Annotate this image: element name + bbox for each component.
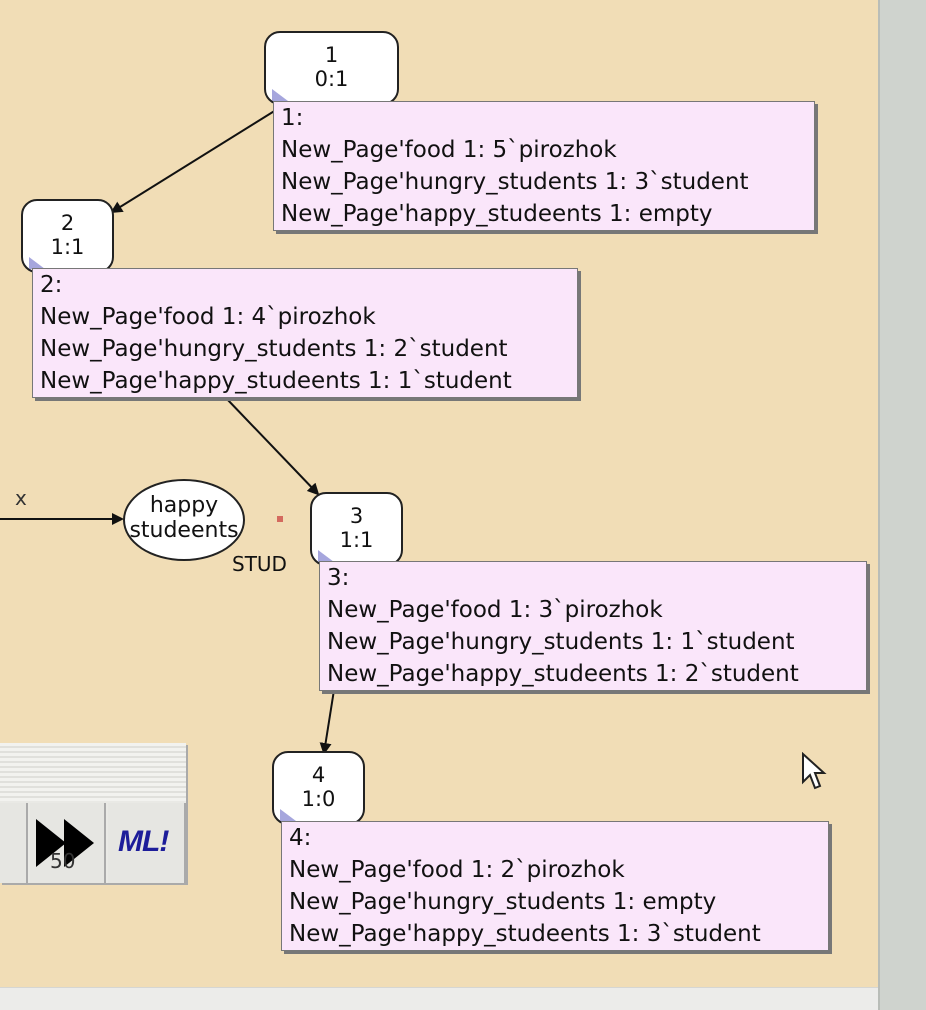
node-marker-icon <box>318 550 334 562</box>
state-node-2[interactable]: 2 1:1 <box>21 199 114 273</box>
info-line: New_Page'food 1: 4`pirozhok <box>40 304 376 330</box>
state-info-3: 3: New_Page'food 1: 3`pirozhok New_Page'… <box>319 561 867 691</box>
state-info-2: 2: New_Page'food 1: 4`pirozhok New_Page'… <box>32 268 578 398</box>
place-label-line2: studeents <box>129 518 239 543</box>
info-line: New_Page'hungry_students 1: 1`student <box>327 629 795 655</box>
node-marking: 1:0 <box>301 787 336 811</box>
state-space-canvas[interactable]: 1 0:1 1: New_Page'food 1: 5`pirozhok New… <box>0 0 878 987</box>
node-marker-icon <box>29 257 45 269</box>
ml-evaluate-button[interactable]: ML! <box>108 803 186 883</box>
tool-button-partial[interactable] <box>0 803 28 883</box>
place-colorset-label: STUD <box>232 552 287 576</box>
info-line: 2: <box>40 272 63 298</box>
state-node-3[interactable]: 3 1:1 <box>310 492 403 566</box>
info-line: New_Page'food 1: 3`pirozhok <box>327 597 663 623</box>
node-marking: 1:1 <box>50 235 85 259</box>
info-line: New_Page'food 1: 5`pirozhok <box>281 137 617 163</box>
state-info-1: 1: New_Page'food 1: 5`pirozhok New_Page'… <box>273 101 815 231</box>
state-space-edges <box>0 109 335 755</box>
info-line: New_Page'food 1: 2`pirozhok <box>289 857 625 883</box>
fast-forward-icon <box>36 819 94 867</box>
node-marking: 0:1 <box>314 67 349 91</box>
node-id: 2 <box>60 211 75 235</box>
state-node-4[interactable]: 4 1:0 <box>272 751 365 825</box>
node-id: 3 <box>349 504 364 528</box>
horizontal-scrollbar[interactable] <box>0 987 878 1010</box>
edge-1-2 <box>110 109 277 214</box>
info-line: New_Page'happy_studeents 1: 3`student <box>289 921 761 947</box>
node-marker-icon <box>280 809 296 821</box>
vertical-scrollbar[interactable] <box>878 0 926 1010</box>
info-line: New_Page'happy_studeents 1: empty <box>281 201 713 227</box>
palette-title-bar[interactable] <box>0 743 186 801</box>
info-line: New_Page'hungry_students 1: 2`student <box>40 336 508 362</box>
ml-evaluate-icon: ML! <box>118 825 169 858</box>
node-marking: 1:1 <box>339 528 374 552</box>
info-line: New_Page'happy_studeents 1: 1`student <box>40 368 512 394</box>
node-id: 1 <box>324 43 339 67</box>
node-marker-icon <box>272 89 288 101</box>
info-line: 4: <box>289 825 312 851</box>
node-id: 4 <box>311 763 326 787</box>
state-node-1[interactable]: 1 0:1 <box>264 31 399 105</box>
state-info-4: 4: New_Page'food 1: 2`pirozhok New_Page'… <box>281 821 829 951</box>
fast-forward-count: 50 <box>50 849 76 873</box>
arc-label: x <box>15 486 27 510</box>
simulation-tool-palette: 50 ML! <box>0 743 186 883</box>
info-line: New_Page'happy_studeents 1: 2`student <box>327 661 799 687</box>
edge-2-3 <box>225 397 320 496</box>
place-marker-dot <box>277 516 283 522</box>
mouse-pointer-icon <box>802 752 827 790</box>
info-line: New_Page'hungry_students 1: 3`student <box>281 169 749 195</box>
place-label-line1: happy <box>149 493 219 518</box>
info-line: 3: <box>327 565 350 591</box>
place-happy-studeents[interactable]: happy studeents <box>123 479 245 561</box>
info-line: 1: <box>281 105 304 131</box>
fast-forward-button[interactable]: 50 <box>30 803 106 883</box>
info-line: New_Page'hungry_students 1: empty <box>289 889 717 915</box>
edge-3-4 <box>319 689 335 755</box>
